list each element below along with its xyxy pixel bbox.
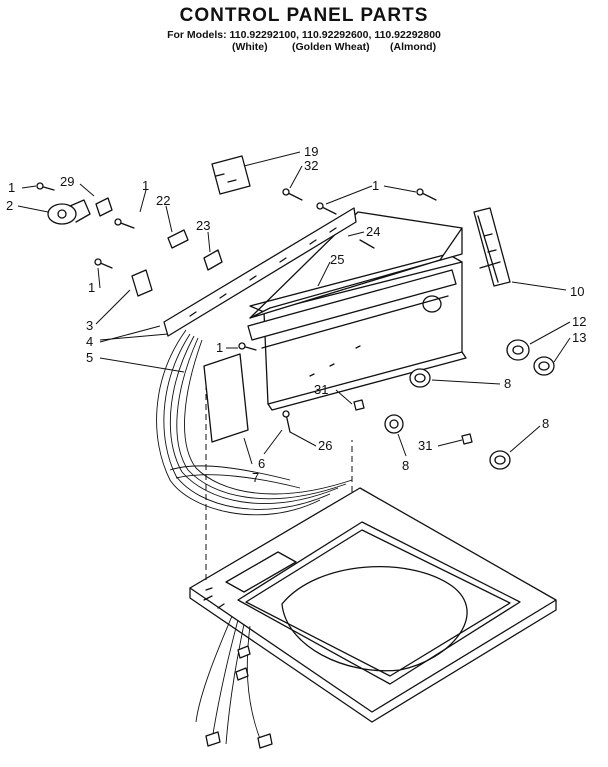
callout-7: 7 [252, 470, 259, 485]
control-panel-console [249, 253, 467, 411]
callout-25: 25 [330, 252, 344, 267]
callout-labels: 1 2 29 1 22 23 19 32 1 24 25 1 3 4 5 1 1… [6, 144, 586, 485]
color-white-label: (White) [232, 41, 268, 53]
panel-trim [247, 269, 457, 349]
top-cover [189, 487, 557, 723]
callout-26: 26 [318, 438, 332, 453]
callout-1: 1 [88, 280, 95, 295]
end-cap [473, 207, 511, 287]
clip-29 [95, 197, 113, 217]
callout-19: 19 [304, 144, 318, 159]
models-line: For Models: 110.92292100, 110.92292600, … [167, 29, 441, 41]
screws [36, 182, 437, 433]
connector-23 [203, 249, 223, 271]
mounting-rail [163, 207, 357, 337]
color-almond-label: (Almond) [390, 41, 437, 53]
terminal-block [211, 155, 251, 195]
callout-24: 24 [366, 224, 380, 239]
callout-1: 1 [372, 178, 379, 193]
callout-5: 5 [86, 350, 93, 365]
callout-31: 31 [418, 438, 432, 453]
diagram-title: CONTROL PANEL PARTS [179, 5, 429, 26]
callout-12: 12 [572, 314, 586, 329]
callout-8: 8 [542, 416, 549, 431]
callout-29: 29 [60, 174, 74, 189]
callout-1: 1 [216, 340, 223, 355]
switch-component [47, 199, 91, 225]
knobs [353, 339, 555, 470]
callout-1: 1 [142, 178, 149, 193]
callout-13: 13 [572, 330, 586, 345]
callout-6: 6 [258, 456, 265, 471]
callout-31: 31 [314, 382, 328, 397]
callout-23: 23 [196, 218, 210, 233]
color-golden-label: (Golden Wheat) [292, 41, 370, 53]
callout-2: 2 [6, 198, 13, 213]
callout-32: 32 [304, 158, 318, 173]
leader-lines [17, 151, 571, 465]
wiring-harness [156, 329, 353, 749]
callout-4: 4 [86, 334, 93, 349]
bracket-3 [131, 269, 153, 297]
callout-10: 10 [570, 284, 584, 299]
callout-1: 1 [8, 180, 15, 195]
callout-8: 8 [402, 458, 409, 473]
callout-22: 22 [156, 193, 170, 208]
callout-3: 3 [86, 318, 93, 333]
callout-8: 8 [504, 376, 511, 391]
connector-22 [167, 229, 189, 249]
side-panel-7 [203, 353, 249, 443]
